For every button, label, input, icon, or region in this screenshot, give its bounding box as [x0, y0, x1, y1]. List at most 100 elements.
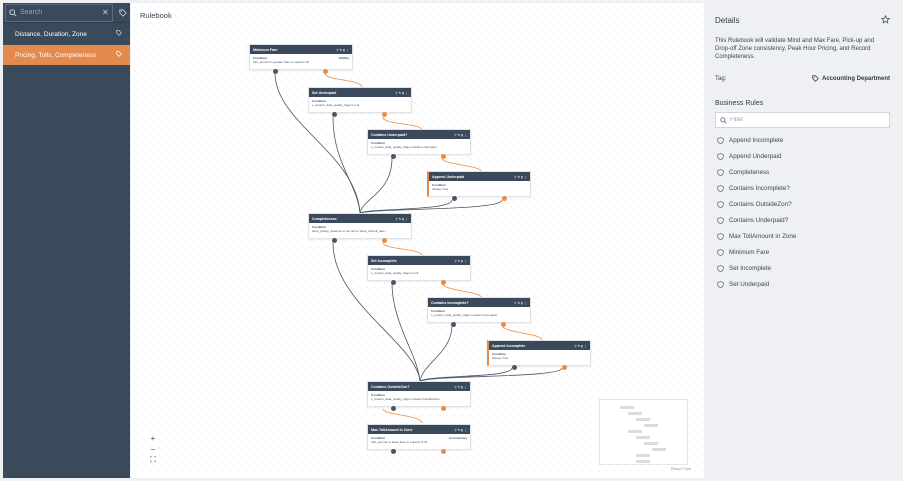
false-handle[interactable] — [451, 322, 456, 327]
shield-icon — [717, 216, 724, 224]
tag-filter-icon[interactable] — [119, 4, 127, 22]
filter-box[interactable] — [715, 112, 890, 128]
sidebar-item-label: Distance, Duration, Zone — [15, 30, 87, 38]
business-rule-item[interactable]: Max TollAmount in Zone — [715, 228, 890, 244]
false-handle[interactable] — [332, 238, 337, 243]
false-handle[interactable] — [391, 449, 396, 454]
false-handle[interactable] — [512, 365, 517, 370]
node-actions-icon[interactable]: ⚲ ✎ ▮ ⋮ — [454, 427, 467, 432]
minimap-node — [636, 454, 650, 457]
sidebar-item-label: Pricing, Tolls, Completeness — [15, 51, 97, 59]
edge-false — [419, 367, 563, 382]
sidebar-item-pricing[interactable]: Pricing, Tolls, Completeness — [3, 45, 130, 65]
node-condition: does_pickup_datetime is not null or does… — [312, 228, 388, 233]
true-handle[interactable] — [501, 322, 506, 327]
node-title: Minimum Fare — [253, 47, 278, 52]
zoom-out-button[interactable]: − — [150, 444, 156, 454]
zoom-in-button[interactable]: + — [150, 433, 156, 443]
node-condition: tolls_amount is lower than or equal to 5… — [371, 439, 428, 444]
node-title: Set Underpaid — [312, 90, 337, 95]
edge-true — [382, 242, 423, 256]
true-handle[interactable] — [323, 69, 328, 74]
star-icon[interactable] — [880, 11, 891, 29]
node-condition: Always True — [492, 355, 509, 360]
business-rule-item[interactable]: Contains OutsideZon? — [715, 196, 890, 212]
true-handle[interactable] — [441, 406, 446, 411]
shield-icon — [717, 280, 724, 288]
node-actions-icon[interactable]: ⚲ ✎ ▮ ⋮ — [454, 258, 467, 263]
business-rule-item[interactable]: Append Underpaid — [715, 148, 890, 164]
true-handle[interactable] — [441, 154, 446, 159]
node-tag: Validity — [338, 55, 349, 60]
business-rule-item[interactable]: Set Underpaid — [715, 276, 890, 292]
false-handle[interactable] — [391, 280, 396, 285]
sidebar-item-distance[interactable]: Distance, Duration, Zone — [3, 23, 130, 45]
false-handle[interactable] — [332, 112, 337, 117]
search-input[interactable] — [20, 9, 100, 16]
node-title: Set Incomplete — [371, 258, 397, 263]
node-title: Contains Incomplete? — [431, 300, 469, 305]
sidebar: ✕ Distance, Duration, Zone Pricing, Toll… — [3, 3, 130, 478]
node-actions-icon[interactable]: ⚲ ✎ ▮ ⋮ — [454, 132, 467, 137]
business-rule-item[interactable]: Contains Incomplete? — [715, 180, 890, 196]
node-title: Contains OutsideZon? — [371, 384, 410, 389]
business-rule-item[interactable]: Completeness — [715, 164, 890, 180]
edge-false — [274, 72, 361, 214]
false-handle[interactable] — [391, 154, 396, 159]
business-rule-label: Set Underpaid — [729, 280, 770, 288]
true-handle[interactable] — [382, 238, 387, 243]
node-actions-icon[interactable]: ⚲ ✎ ▮ ⋮ — [454, 384, 467, 389]
node-actions-icon[interactable]: ⚲ ✎ ▮ ⋮ — [514, 174, 527, 179]
edge-true — [501, 324, 543, 341]
fit-view-button[interactable]: ⛶ — [150, 455, 156, 464]
shield-icon — [717, 232, 724, 240]
business-rule-item[interactable]: Minimum Fare — [715, 244, 890, 260]
edge-true — [382, 408, 423, 424]
true-handle[interactable] — [562, 365, 567, 370]
node-actions-icon[interactable]: ⚲ ✎ ▮ ⋮ — [514, 300, 527, 305]
node-label: Condition — [432, 182, 446, 187]
node-condition: s_custom_data_quality_flags contains Inc… — [431, 312, 498, 317]
business-rule-item[interactable]: Contains Underpaid? — [715, 212, 890, 228]
search-box[interactable]: ✕ — [5, 3, 113, 22]
true-handle[interactable] — [441, 449, 446, 454]
react-flow-attribution[interactable]: React Flow — [671, 466, 692, 471]
node-actions-icon[interactable]: ⚲ ✎ ▮ ⋮ — [336, 47, 349, 52]
minimap[interactable] — [599, 399, 688, 465]
node-actions-icon[interactable]: ⚲ ✎ ▮ ⋮ — [395, 90, 408, 95]
business-rule-item[interactable]: Append Incomplete — [715, 132, 890, 148]
filter-input[interactable] — [730, 117, 880, 123]
edge-true — [441, 157, 483, 173]
node-condition: s_custom_data_quality_flags is null — [371, 270, 419, 275]
shield-icon — [717, 200, 724, 208]
minimap-node — [628, 412, 642, 415]
business-rule-item[interactable]: Set Incomplete — [715, 260, 890, 276]
zoom-controls: + − ⛶ — [148, 433, 158, 465]
clear-search-icon[interactable]: ✕ — [102, 8, 109, 17]
rulebook-canvas[interactable]: Rulebook — [131, 3, 704, 478]
true-handle[interactable] — [382, 112, 387, 117]
false-handle[interactable] — [273, 69, 278, 74]
false-handle[interactable] — [452, 196, 457, 201]
node-title: Max TollAmount in Zone — [371, 427, 413, 432]
node-label: Condition — [371, 266, 385, 271]
node-actions-icon[interactable]: ⚲ ✎ ▮ ⋮ — [395, 216, 408, 221]
tag-value[interactable]: Accounting Department — [812, 75, 890, 82]
false-handle[interactable] — [391, 406, 396, 411]
true-handle[interactable] — [441, 280, 446, 285]
node-actions-icon[interactable]: ⚲ ✎ ▮ ⋮ — [574, 343, 587, 348]
search-icon — [720, 116, 727, 124]
edges-layer — [274, 72, 563, 424]
true-handle[interactable] — [502, 196, 507, 201]
